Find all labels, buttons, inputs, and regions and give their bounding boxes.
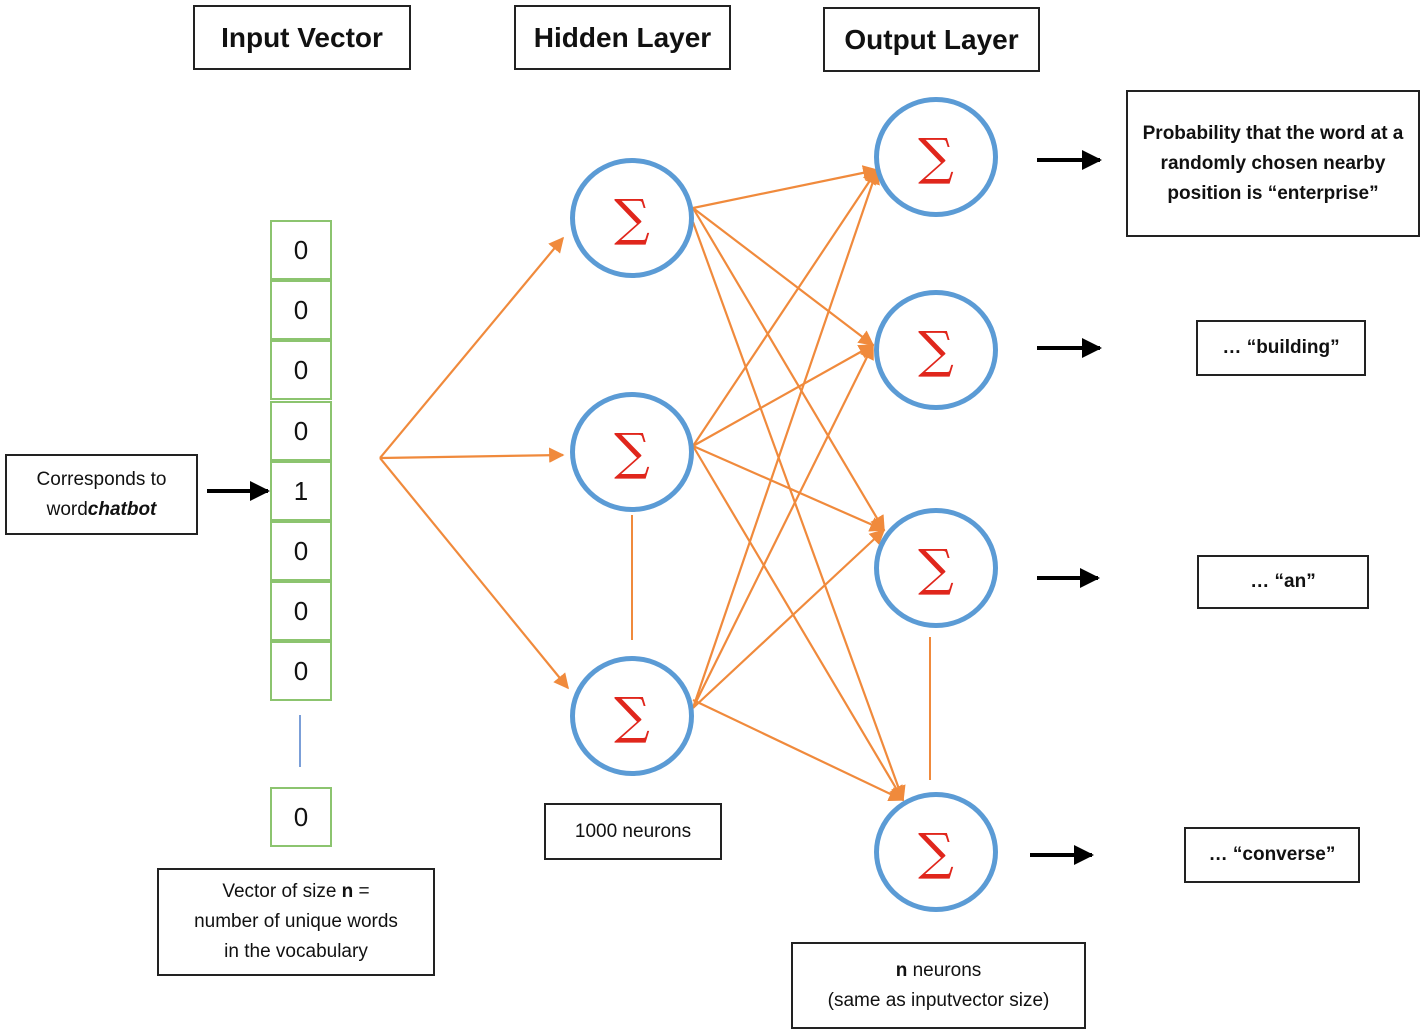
output-count-line1: n neurons [895,959,982,981]
output-count-line2: (same as inputvector size) [827,989,1050,1011]
hidden-1-to-output-4 [691,221,906,802]
hidden-1-to-output-1 [692,165,879,210]
input-cell-1: 0 [270,220,332,280]
vector-size-line1: Vector of size n = [222,881,370,902]
input-to-hidden-3 [379,457,569,690]
weight-connections [379,165,906,802]
output-count-box: n neurons (same as inputvector size) [791,942,1086,1029]
hidden-neuron-1: ∑ [570,158,694,278]
output-label-an: … “an” [1197,555,1369,609]
hidden-2-to-output-2 [692,344,875,447]
hidden-neuron-2: ∑ [570,392,694,512]
input-cell-last: 0 [270,787,332,847]
output-label-enterprise: Probability that the word at a randomly … [1126,90,1420,237]
output-neuron-2: ∑ [874,290,998,410]
input-to-hidden-1 [379,236,564,459]
input-cell-2: 0 [270,280,332,340]
vector-size-box: Vector of size n = number of unique word… [157,868,435,976]
vector-size-line3: in the vocabulary [224,941,368,962]
hidden-2-to-output-3 [692,444,886,532]
corresponds-to-box: Corresponds to wordchatbot [5,454,198,535]
hidden-3-to-output-3 [692,528,886,709]
input-cell-4: 0 [270,401,332,461]
hidden-count-box: 1000 neurons [544,803,722,860]
hidden-neuron-3: ∑ [570,656,694,776]
hidden-1-to-output-2 [692,207,875,346]
output-neuron-3: ∑ [874,508,998,628]
corresponds-line1: Corresponds to [36,468,167,490]
hidden-1-to-output-3 [692,207,885,532]
hidden-2-to-output-4 [692,445,904,802]
input-cell-5: 1 [270,461,332,521]
corresponds-emph: chatbot [87,498,157,520]
hidden-2-to-output-1 [692,168,878,447]
header-input-vector: Input Vector [193,5,411,70]
corresponds-line2: wordchatbot [37,495,167,525]
corresponds-word: word [46,498,88,520]
header-output-layer: Output Layer [823,7,1040,72]
output-label-converse: … “converse” [1184,827,1360,883]
input-cell-6: 0 [270,521,332,581]
hidden-3-to-output-1 [691,168,880,709]
input-cell-3: 0 [270,340,332,400]
input-cell-8: 0 [270,641,332,701]
vector-size-line2: number of unique words [194,911,398,932]
output-label-building: … “building” [1196,320,1366,376]
input-cell-7: 0 [270,581,332,641]
hidden-3-to-output-4 [692,699,905,801]
input-to-hidden-2 [379,447,565,463]
header-hidden-layer: Hidden Layer [514,5,731,70]
output-neuron-4: ∑ [874,792,998,912]
output-neuron-1: ∑ [874,97,998,217]
hidden-3-to-output-2 [692,343,874,709]
